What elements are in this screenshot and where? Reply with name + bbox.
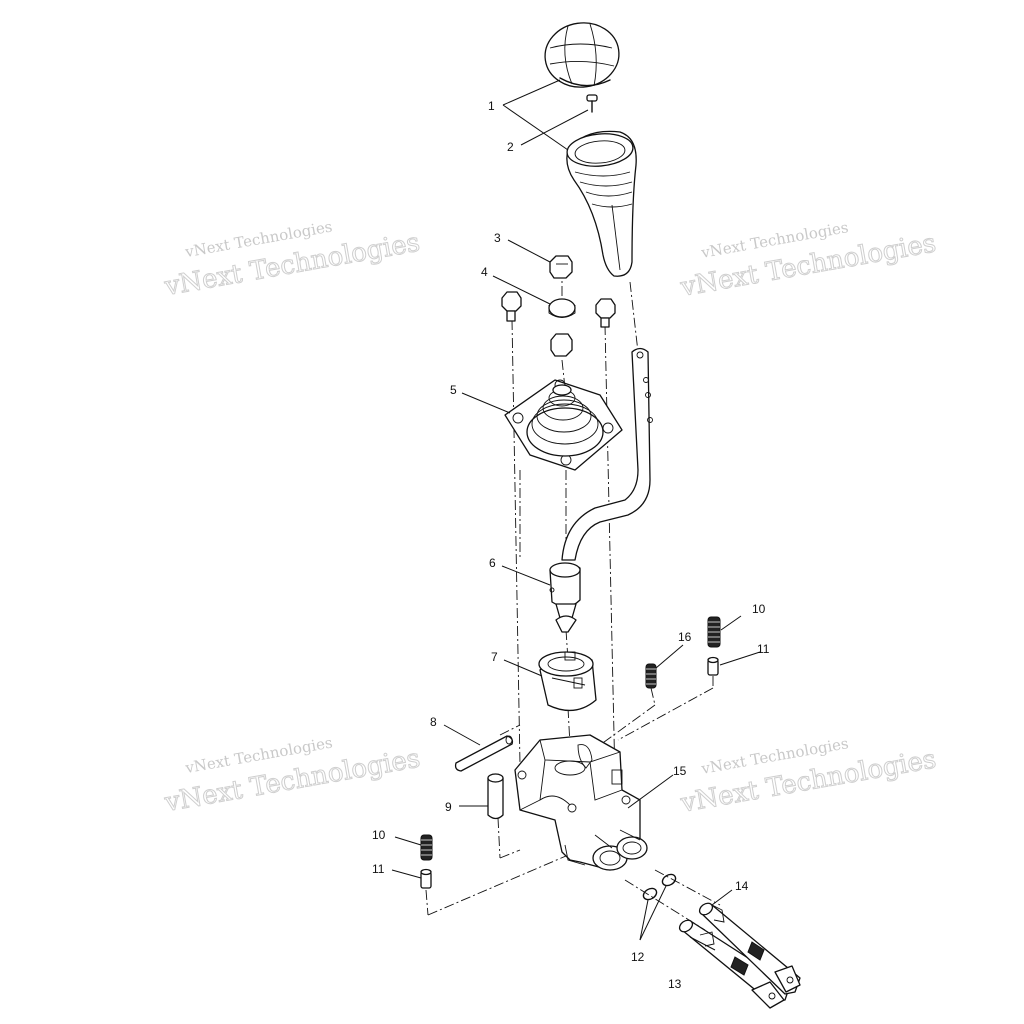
- detent-cap-right: [707, 656, 719, 676]
- spring-left: [420, 834, 433, 861]
- callout-5: 5: [450, 383, 457, 397]
- callout-9: 9: [445, 800, 452, 814]
- callout-16: 16: [678, 630, 692, 644]
- shift-knob-cap: [544, 22, 620, 88]
- callout-3: 3: [494, 231, 501, 245]
- knob-screw: [586, 94, 598, 113]
- boot-mount-plate: [504, 379, 623, 471]
- pivot-housing: [538, 651, 597, 712]
- callout-13: 13: [668, 977, 682, 991]
- detent-cap-left: [420, 868, 432, 889]
- spring-16: [645, 663, 657, 689]
- leader-lines: [391, 79, 761, 951]
- callout-8: 8: [430, 715, 437, 729]
- callout-4: 4: [481, 265, 488, 279]
- dowel-pin: [487, 773, 504, 820]
- watermark-bottom-left: vNext Technologies vNext Technologies: [161, 733, 423, 818]
- callout-10-left: 10: [372, 828, 386, 842]
- callout-1: 1: [488, 99, 495, 113]
- callout-labels: 1 2 3 4 5 6 7 8 9 10 10 11 11 12 13 14 1…: [372, 99, 770, 991]
- callout-11-left: 11: [372, 862, 385, 876]
- callout-11-right: 11: [757, 642, 770, 656]
- watermark-top-left: vNext Technologies vNext Technologies: [161, 218, 423, 303]
- nut-top: [549, 255, 573, 279]
- spring-right: [707, 616, 721, 648]
- callout-2: 2: [507, 140, 514, 154]
- callout-6: 6: [489, 556, 496, 570]
- watermark-bottom-right: vNext Technologies vNext Technologies: [677, 734, 939, 819]
- bolt-right: [595, 298, 616, 328]
- callout-12: 12: [631, 950, 645, 964]
- callout-7: 7: [491, 650, 498, 664]
- shift-lever: [549, 347, 653, 633]
- callout-15: 15: [673, 764, 687, 778]
- shift-grip: [566, 130, 637, 277]
- callout-10-right: 10: [752, 602, 766, 616]
- spacer-ring: [548, 298, 576, 318]
- shift-rod-14: [698, 902, 801, 995]
- watermark-top-right: vNext Technologies vNext Technologies: [677, 218, 939, 303]
- callout-14: 14: [735, 879, 749, 893]
- shifter-base-housing: [514, 734, 648, 871]
- bolt-left: [501, 291, 522, 322]
- long-pin: [454, 735, 514, 772]
- nut-middle: [550, 333, 573, 357]
- o-rings: [642, 873, 677, 901]
